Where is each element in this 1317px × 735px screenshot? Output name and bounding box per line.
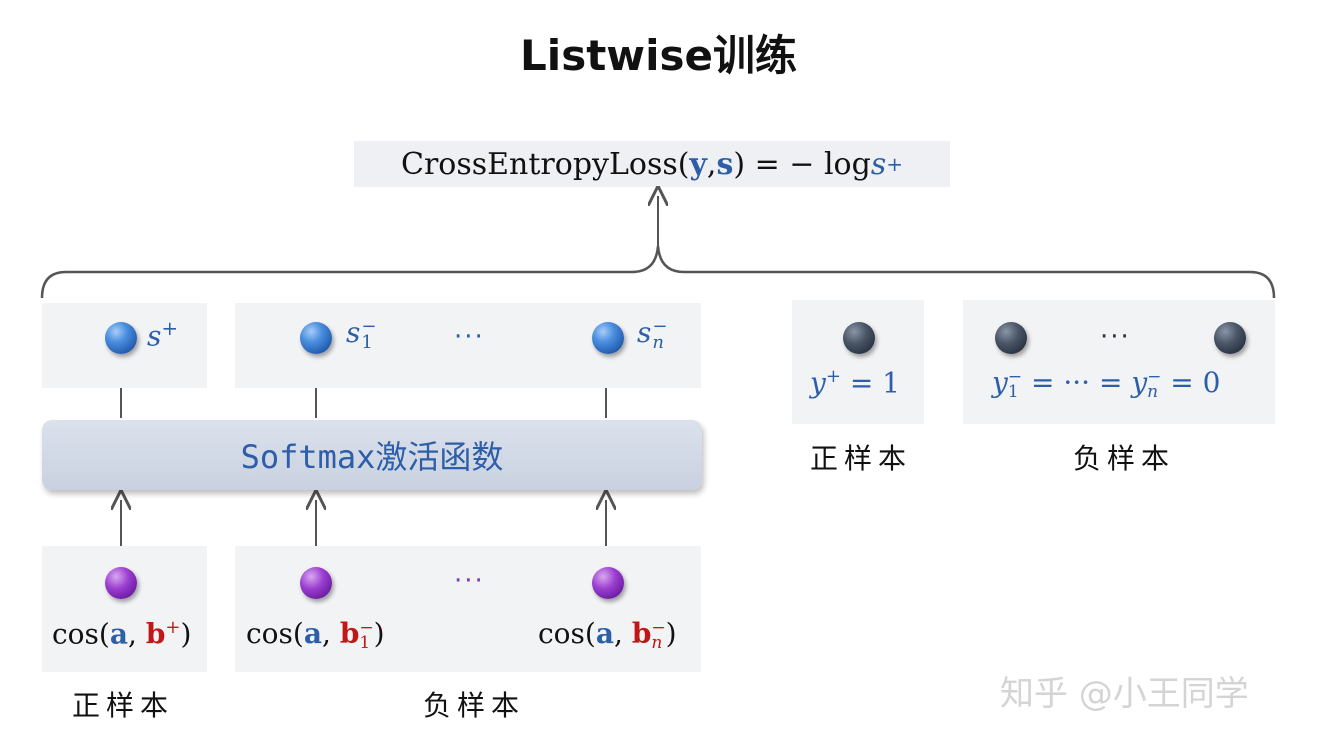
target-ellipsis: ··· <box>1100 322 1131 352</box>
target-node-positive <box>843 322 875 354</box>
loss-name: CrossEntropyLoss <box>401 146 678 182</box>
target-label-negative: y−1 = ··· = y−n = 0 <box>992 366 1221 402</box>
input-panel-positive <box>42 546 207 672</box>
target-caption-negative: 负样本 <box>1073 442 1176 475</box>
output-ellipsis: ··· <box>454 322 485 352</box>
loss-y: y <box>689 146 707 182</box>
loss-formula: CrossEntropyLoss(y, s) = − log s+ <box>354 141 950 187</box>
bottom-label-positive: 正样本 <box>72 689 175 722</box>
target-label-positive: y+ = 1 <box>810 366 900 400</box>
target-node-negn <box>1214 322 1246 354</box>
input-node-negn <box>592 567 624 599</box>
input-panel-negative <box>235 546 701 672</box>
cos-neg1: cos(a, b−1) <box>246 617 385 653</box>
input-node-positive <box>105 567 137 599</box>
output-node-positive <box>105 322 137 354</box>
output-label-neg1: s−1 <box>346 315 377 353</box>
input-ellipsis: ··· <box>454 566 485 596</box>
output-node-negn <box>592 322 624 354</box>
input-node-neg1 <box>300 567 332 599</box>
output-node-neg1 <box>300 322 332 354</box>
softmax-layer: Softmax激活函数 <box>42 420 702 490</box>
loss-splus: s <box>870 146 887 182</box>
target-caption-positive: 正样本 <box>810 442 913 475</box>
target-node-neg1 <box>995 322 1027 354</box>
output-label-negn: s−n <box>637 315 668 353</box>
diagram-title: Listwise训练 <box>520 31 797 80</box>
target-panel-negative <box>963 300 1275 424</box>
loss-s: s <box>716 146 734 182</box>
brace <box>40 245 1276 299</box>
target-panel-positive <box>792 300 924 424</box>
cos-negn: cos(a, b−n) <box>538 617 677 653</box>
watermark: 知乎 @小王同学 <box>1000 674 1249 714</box>
cos-positive: cos(a, b+) <box>52 617 192 651</box>
bottom-label-negative: 负样本 <box>423 689 526 722</box>
output-label-positive: s+ <box>147 316 179 353</box>
